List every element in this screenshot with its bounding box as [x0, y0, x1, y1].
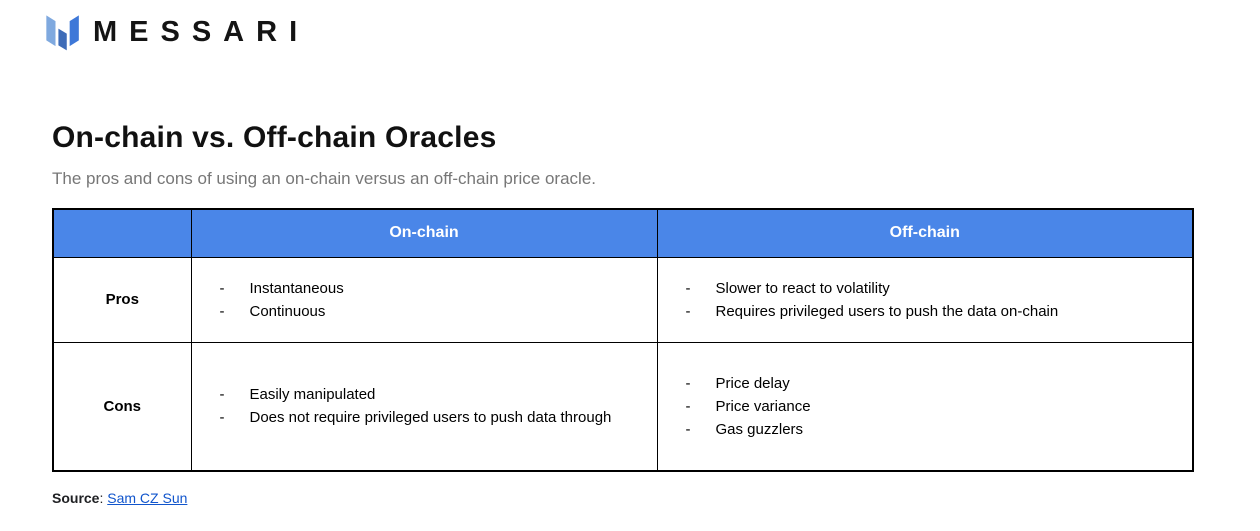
messari-wordmark: MESSARI — [93, 16, 310, 48]
list-item: - Easily manipulated — [192, 383, 657, 406]
dash-bullet: - — [685, 420, 691, 438]
source-colon: : — [99, 490, 108, 506]
row-label-pros: Pros — [52, 256, 192, 343]
dash-bullet: - — [219, 279, 225, 297]
list-item-text: Gas guzzlers — [715, 420, 804, 438]
list-item: - Requires privileged users to push the … — [658, 300, 1193, 323]
list-item-text: Instantaneous — [249, 279, 344, 297]
logo-bar-middle — [58, 28, 67, 51]
cell-cons-offchain: - Price delay - Price variance - Gas guz… — [656, 341, 1194, 472]
dash-bullet: - — [219, 386, 225, 404]
page-title: On-chain vs. Off-chain Oracles — [52, 121, 497, 154]
table-row-pros: Pros - Instantaneous - Continuous - Slow… — [52, 256, 1194, 343]
list-item: - Price variance — [658, 395, 1193, 418]
list-item-text: Requires privileged users to push the da… — [715, 302, 1059, 320]
source-link[interactable]: Sam CZ Sun — [107, 490, 188, 506]
dash-bullet: - — [685, 397, 691, 415]
list-item: - Price delay — [658, 372, 1193, 395]
logo-bar-left — [46, 15, 56, 47]
table-row-cons: Cons - Easily manipulated - Does not req… — [52, 341, 1194, 472]
list-item-text: Price delay — [715, 374, 790, 392]
table-header-row: On-chain Off-chain — [52, 208, 1194, 258]
cell-pros-onchain: - Instantaneous - Continuous — [190, 256, 658, 343]
messari-logo-icon — [46, 15, 79, 51]
header-empty-cell — [52, 208, 192, 258]
dash-bullet: - — [685, 279, 691, 297]
list-item: - Gas guzzlers — [658, 418, 1193, 441]
header-offchain: Off-chain — [656, 208, 1194, 258]
header-onchain: On-chain — [190, 208, 658, 258]
source-label: Source — [52, 490, 100, 506]
list-item-text: Continuous — [249, 302, 326, 320]
list-item: - Slower to react to volatility — [658, 277, 1193, 300]
list-item: - Does not require privileged users to p… — [192, 406, 657, 429]
page-subtitle: The pros and cons of using an on-chain v… — [52, 169, 596, 188]
list-item-text: Price variance — [715, 397, 811, 415]
dash-bullet: - — [685, 374, 691, 392]
row-label-cons: Cons — [52, 341, 192, 472]
dash-bullet: - — [219, 409, 225, 427]
cell-pros-offchain: - Slower to react to volatility - Requir… — [656, 256, 1194, 343]
logo-bar-right — [69, 15, 79, 47]
comparison-table: On-chain Off-chain Pros - Instantaneous … — [52, 208, 1194, 472]
dash-bullet: - — [219, 302, 225, 320]
dash-bullet: - — [685, 302, 691, 320]
list-item: - Instantaneous — [192, 277, 657, 300]
list-item-text: Slower to react to volatility — [715, 279, 890, 297]
source-line: Source: Sam CZ Sun — [52, 490, 187, 506]
list-item: - Continuous — [192, 300, 657, 323]
messari-logo: MESSARI — [46, 12, 309, 52]
list-item-text: Easily manipulated — [249, 386, 376, 404]
list-item-text: Does not require privileged users to pus… — [249, 409, 612, 427]
cell-cons-onchain: - Easily manipulated - Does not require … — [190, 341, 658, 472]
